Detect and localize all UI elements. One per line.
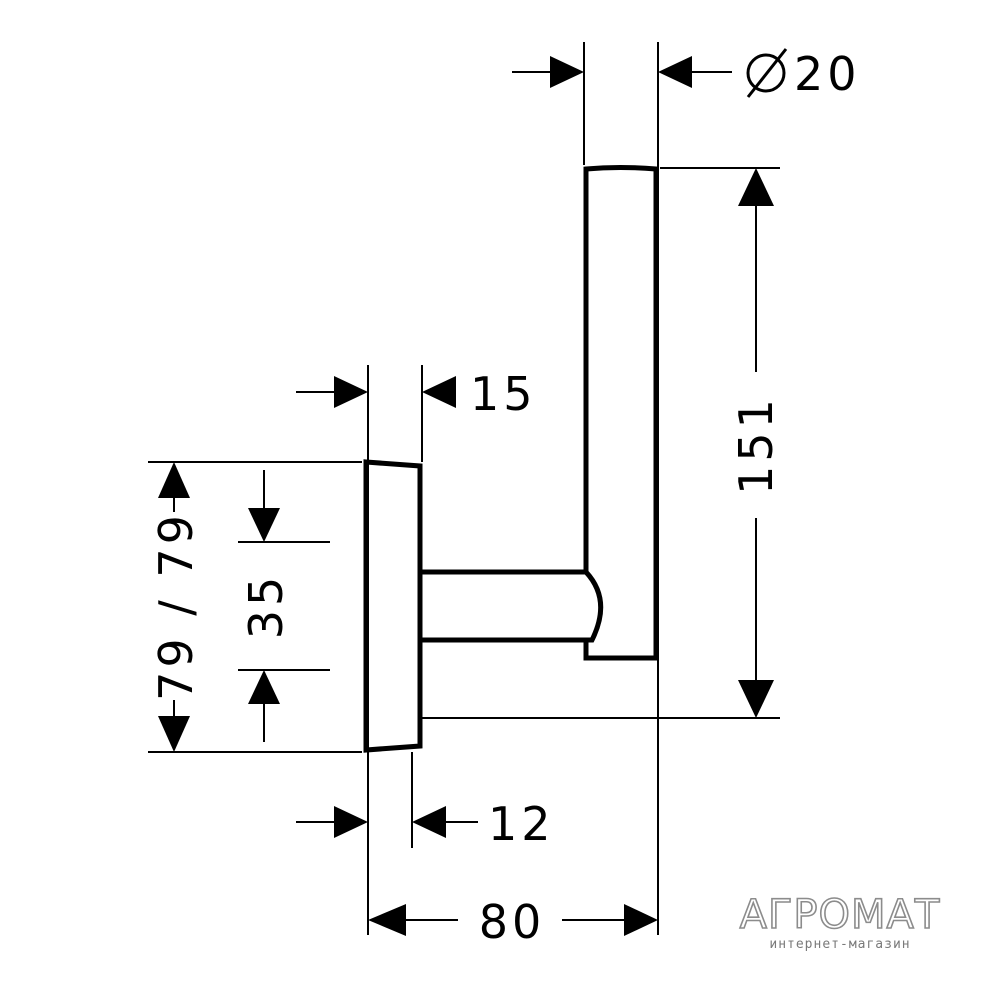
- arrow-up-icon: [738, 168, 774, 206]
- watermark-tagline: интернет-магазин: [769, 937, 910, 952]
- arrow-left-icon: [658, 56, 692, 88]
- dimension-mount-spacing: 35: [239, 470, 293, 742]
- arrow-up-icon: [248, 670, 280, 704]
- arrow-right-icon: [334, 806, 368, 838]
- part-outline: [363, 165, 659, 753]
- label-total-height: 151: [729, 395, 783, 495]
- dimension-total-depth: 80: [368, 895, 658, 949]
- label-total-depth: 80: [479, 895, 546, 949]
- arrow-down-icon: [738, 680, 774, 718]
- arrow-left-icon: [422, 376, 456, 408]
- watermark-brand: АГРОМАТ: [740, 892, 941, 938]
- arrow-right-icon: [334, 376, 368, 408]
- label-plate-bottom: 12: [488, 797, 555, 851]
- arrow-down-icon: [158, 716, 190, 752]
- diameter-symbol-icon: [746, 48, 788, 98]
- label-plate-height: 79 / 79: [149, 511, 203, 701]
- dimension-plate-bottom: 12: [296, 797, 555, 851]
- arrow-left-icon: [412, 806, 446, 838]
- label-mount-spacing: 35: [239, 573, 293, 640]
- dimension-total-height: 151: [729, 168, 783, 718]
- dimension-plate-height: 79 / 79: [149, 462, 203, 752]
- label-plate-top: 15: [470, 367, 537, 421]
- horizontal-arm: [420, 569, 604, 643]
- arrow-left-icon: [368, 904, 406, 936]
- watermark-logo: АГРОМАТ интернет-магазин: [739, 891, 941, 952]
- arrow-right-icon: [550, 56, 584, 88]
- arrow-up-icon: [158, 462, 190, 498]
- vertical-post: [583, 165, 659, 661]
- wall-plate: [363, 459, 423, 753]
- arrow-down-icon: [248, 508, 280, 542]
- arrow-right-icon: [624, 904, 658, 936]
- extension-lines: [148, 42, 780, 935]
- dimension-plate-top: 15: [296, 367, 537, 421]
- label-diameter: 20: [794, 47, 861, 101]
- dimension-diameter: 20: [512, 47, 861, 101]
